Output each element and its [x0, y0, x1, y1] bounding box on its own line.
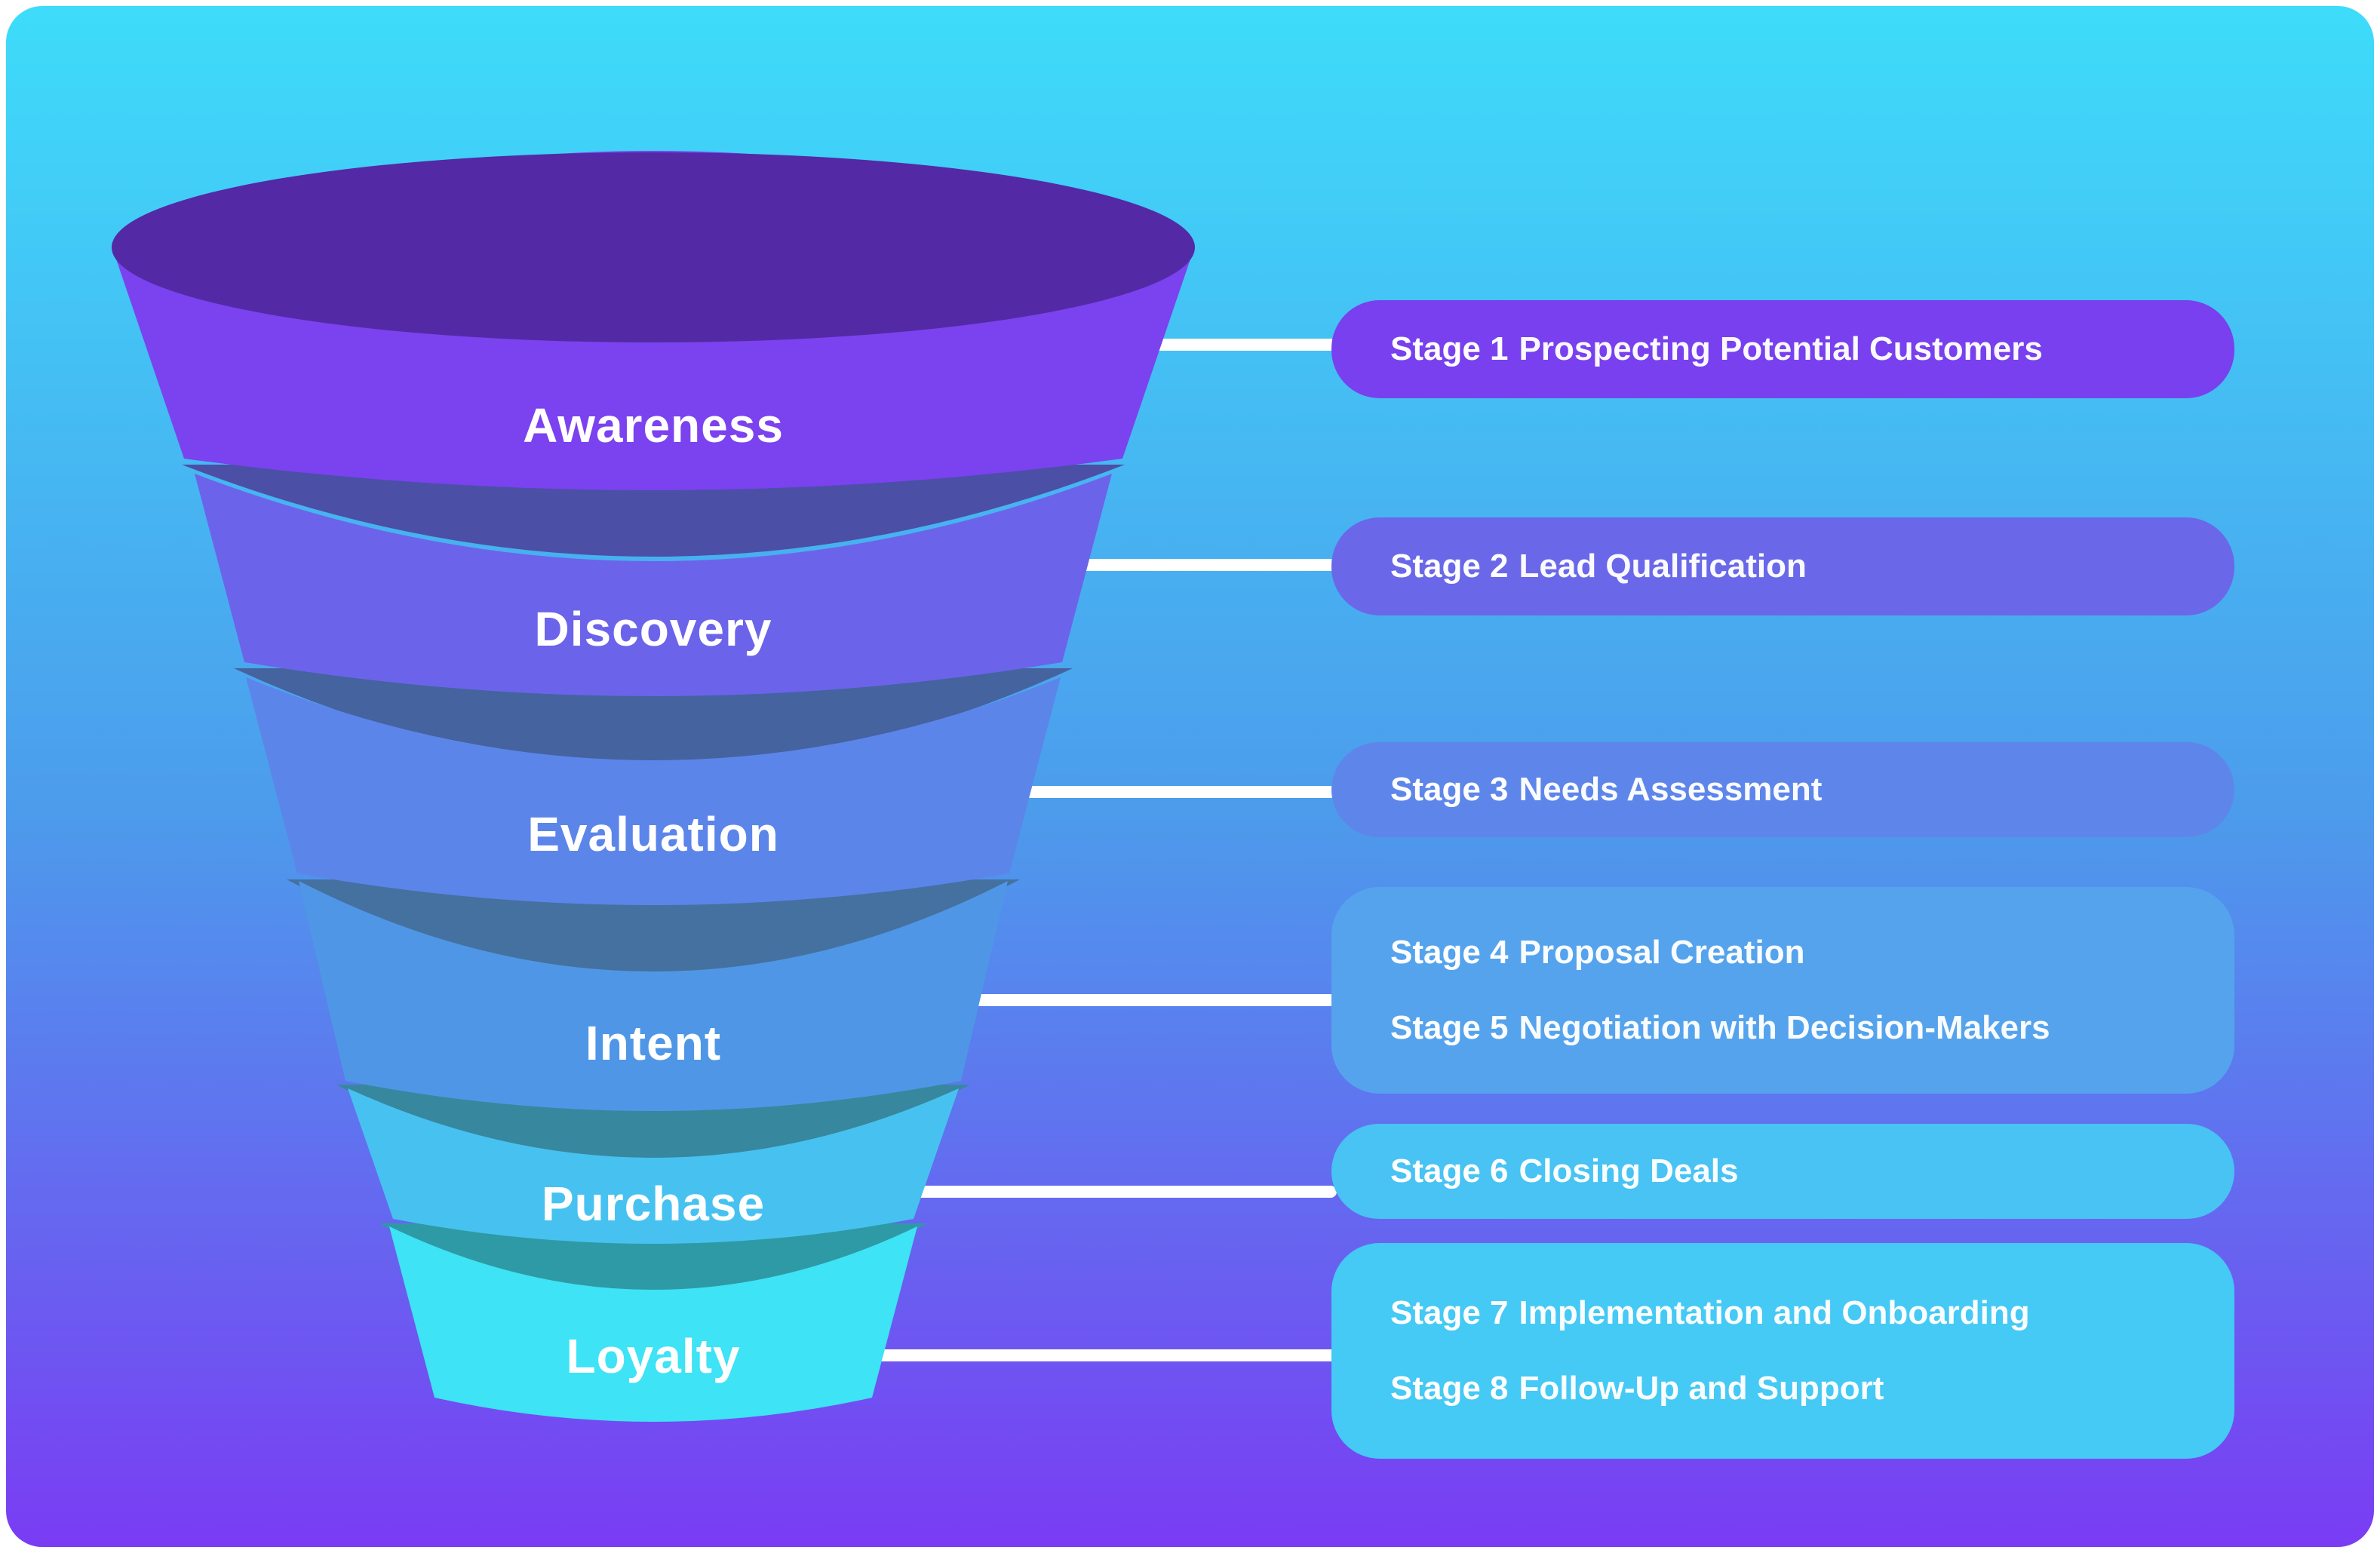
- stage-pill-4: Stage 4 Proposal Creation Stage 5 Negoti…: [1331, 887, 2234, 1094]
- stage-row: Stage 5 Negotiation with Decision-Makers: [1390, 990, 2234, 1066]
- stage-number: Stage 2: [1390, 548, 1509, 585]
- funnel-label-discovery: Discovery: [534, 602, 772, 656]
- stage-row: Stage 4 Proposal Creation: [1390, 915, 2234, 990]
- stage-title: Implementation and Onboarding: [1519, 1294, 2030, 1331]
- funnel-segment-evaluation: [246, 677, 1061, 905]
- connector-line-4: [963, 994, 1337, 1006]
- funnel-segments: [112, 151, 1195, 1422]
- funnel-segment-purchase: [348, 1088, 959, 1244]
- funnel-label-loyalty: Loyalty: [566, 1329, 741, 1383]
- stage-title: Needs Assessment: [1519, 771, 1823, 808]
- stage-title: Proposal Creation: [1519, 934, 1805, 971]
- stage-pill-3: Stage 3 Needs Assessment: [1331, 742, 2234, 837]
- stage-number: Stage 1: [1390, 330, 1509, 367]
- funnel-graphic: [112, 151, 1337, 1422]
- stage-pill-2: Stage 2 Lead Qualification: [1331, 517, 2234, 615]
- connector-line-1: [1141, 339, 1337, 351]
- funnel-label-evaluation: Evaluation: [527, 807, 779, 861]
- stage-row: Stage 6 Closing Deals: [1390, 1134, 2234, 1209]
- stage-number: Stage 7: [1390, 1294, 1509, 1331]
- stage-row: Stage 7 Implementation and Onboarding: [1390, 1275, 2234, 1351]
- funnel-segment-discovery: [195, 474, 1112, 696]
- connector-line-5: [905, 1186, 1337, 1198]
- funnel-top-opening: [112, 152, 1195, 342]
- stage-pill-6: Stage 7 Implementation and Onboarding St…: [1331, 1243, 2234, 1459]
- connector-line-2: [1070, 559, 1337, 571]
- connector-lines: [866, 339, 1337, 1361]
- funnel-segment-intent: [299, 881, 1008, 1111]
- stage-pill-1: Stage 1 Prospecting Potential Customers: [1331, 300, 2234, 398]
- stage-title: Follow-Up and Support: [1519, 1370, 1884, 1407]
- connector-line-3: [1013, 786, 1337, 798]
- stage-title: Prospecting Potential Customers: [1519, 330, 2043, 367]
- stage-number: Stage 8: [1390, 1370, 1509, 1407]
- funnel-segment-loyalty: [389, 1226, 917, 1422]
- infographic-canvas: Awareness Discovery Evaluation Intent Pu…: [6, 6, 2374, 1547]
- stage-number: Stage 6: [1390, 1152, 1509, 1189]
- stage-number: Stage 5: [1390, 1009, 1509, 1046]
- stage-pill-5: Stage 6 Closing Deals: [1331, 1124, 2234, 1219]
- funnel-label-awareness: Awareness: [523, 398, 784, 453]
- stage-title: Lead Qualification: [1519, 548, 1807, 585]
- connector-line-6: [866, 1349, 1337, 1361]
- stage-row: Stage 2 Lead Qualification: [1390, 529, 2234, 604]
- stage-title: Negotiation with Decision-Makers: [1519, 1009, 2050, 1046]
- stage-row: Stage 1 Prospecting Potential Customers: [1390, 312, 2234, 387]
- stage-row: Stage 8 Follow-Up and Support: [1390, 1351, 2234, 1426]
- stage-title: Closing Deals: [1519, 1152, 1739, 1189]
- stage-number: Stage 3: [1390, 771, 1509, 808]
- stage-number: Stage 4: [1390, 934, 1509, 971]
- funnel-label-purchase: Purchase: [541, 1177, 766, 1231]
- funnel-label-intent: Intent: [585, 1016, 722, 1070]
- discovery-rim-ellipse: [182, 465, 1125, 557]
- stage-row: Stage 3 Needs Assessment: [1390, 752, 2234, 827]
